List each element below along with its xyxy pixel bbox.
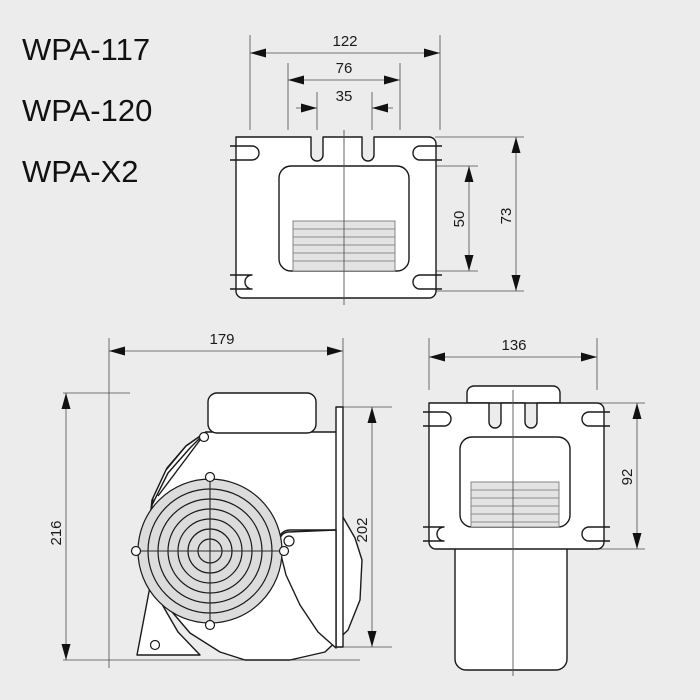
side-view-inlet-guard [130,471,290,631]
dimension-92: 92 [619,403,642,549]
dimension-35: 35 [296,88,393,113]
front-view-top-boss [466,385,561,404]
side-view-mount-hole-top [198,431,210,443]
dimension-76-text: 76 [336,60,353,77]
guard-hole-left [130,545,142,557]
front-view: 136 92 [423,337,645,676]
side-view-terminal-box [207,392,317,434]
dimension-136-text: 136 [501,337,526,354]
front-view-corner-slots [423,411,610,542]
dimension-35-text: 35 [336,88,353,105]
dimension-136: 136 [429,337,597,362]
dimension-122-text: 122 [332,33,357,50]
dimension-216: 216 [48,393,71,660]
dimension-76: 76 [288,60,400,85]
model-label-1: WPA-117 [22,32,150,67]
guard-hole-top [204,471,216,483]
model-label-list: WPA-117 WPA-120 WPA-X2 [22,32,152,189]
front-view-louver-block [470,481,560,528]
dimension-179-text: 179 [209,331,234,348]
dimension-202-text: 202 [354,517,371,542]
dimension-92-text: 92 [619,469,636,486]
side-view: 179 216 202 [48,331,392,668]
top-view: 122 76 35 50 73 [230,33,524,305]
guard-hole-right [278,545,290,557]
dimension-73-text: 73 [498,208,515,225]
dimension-73: 73 [498,137,521,291]
dimension-50-text: 50 [451,211,468,228]
side-view-outlet-hole [283,535,295,547]
side-view-outlet-flange [335,406,344,648]
dimension-202: 202 [354,407,377,647]
model-label-2: WPA-120 [22,93,152,128]
side-view-mount-hole-bottom [149,639,161,651]
front-view-duct-body [454,511,568,671]
dimension-122: 122 [250,33,440,58]
model-label-3: WPA-X2 [22,154,139,189]
dimension-50: 50 [451,166,474,271]
top-view-corner-slots [230,145,442,290]
dimension-179: 179 [109,331,343,356]
dimension-216-text: 216 [48,520,65,545]
side-view-extension-lines [63,338,392,668]
guard-hole-bottom [204,619,216,631]
